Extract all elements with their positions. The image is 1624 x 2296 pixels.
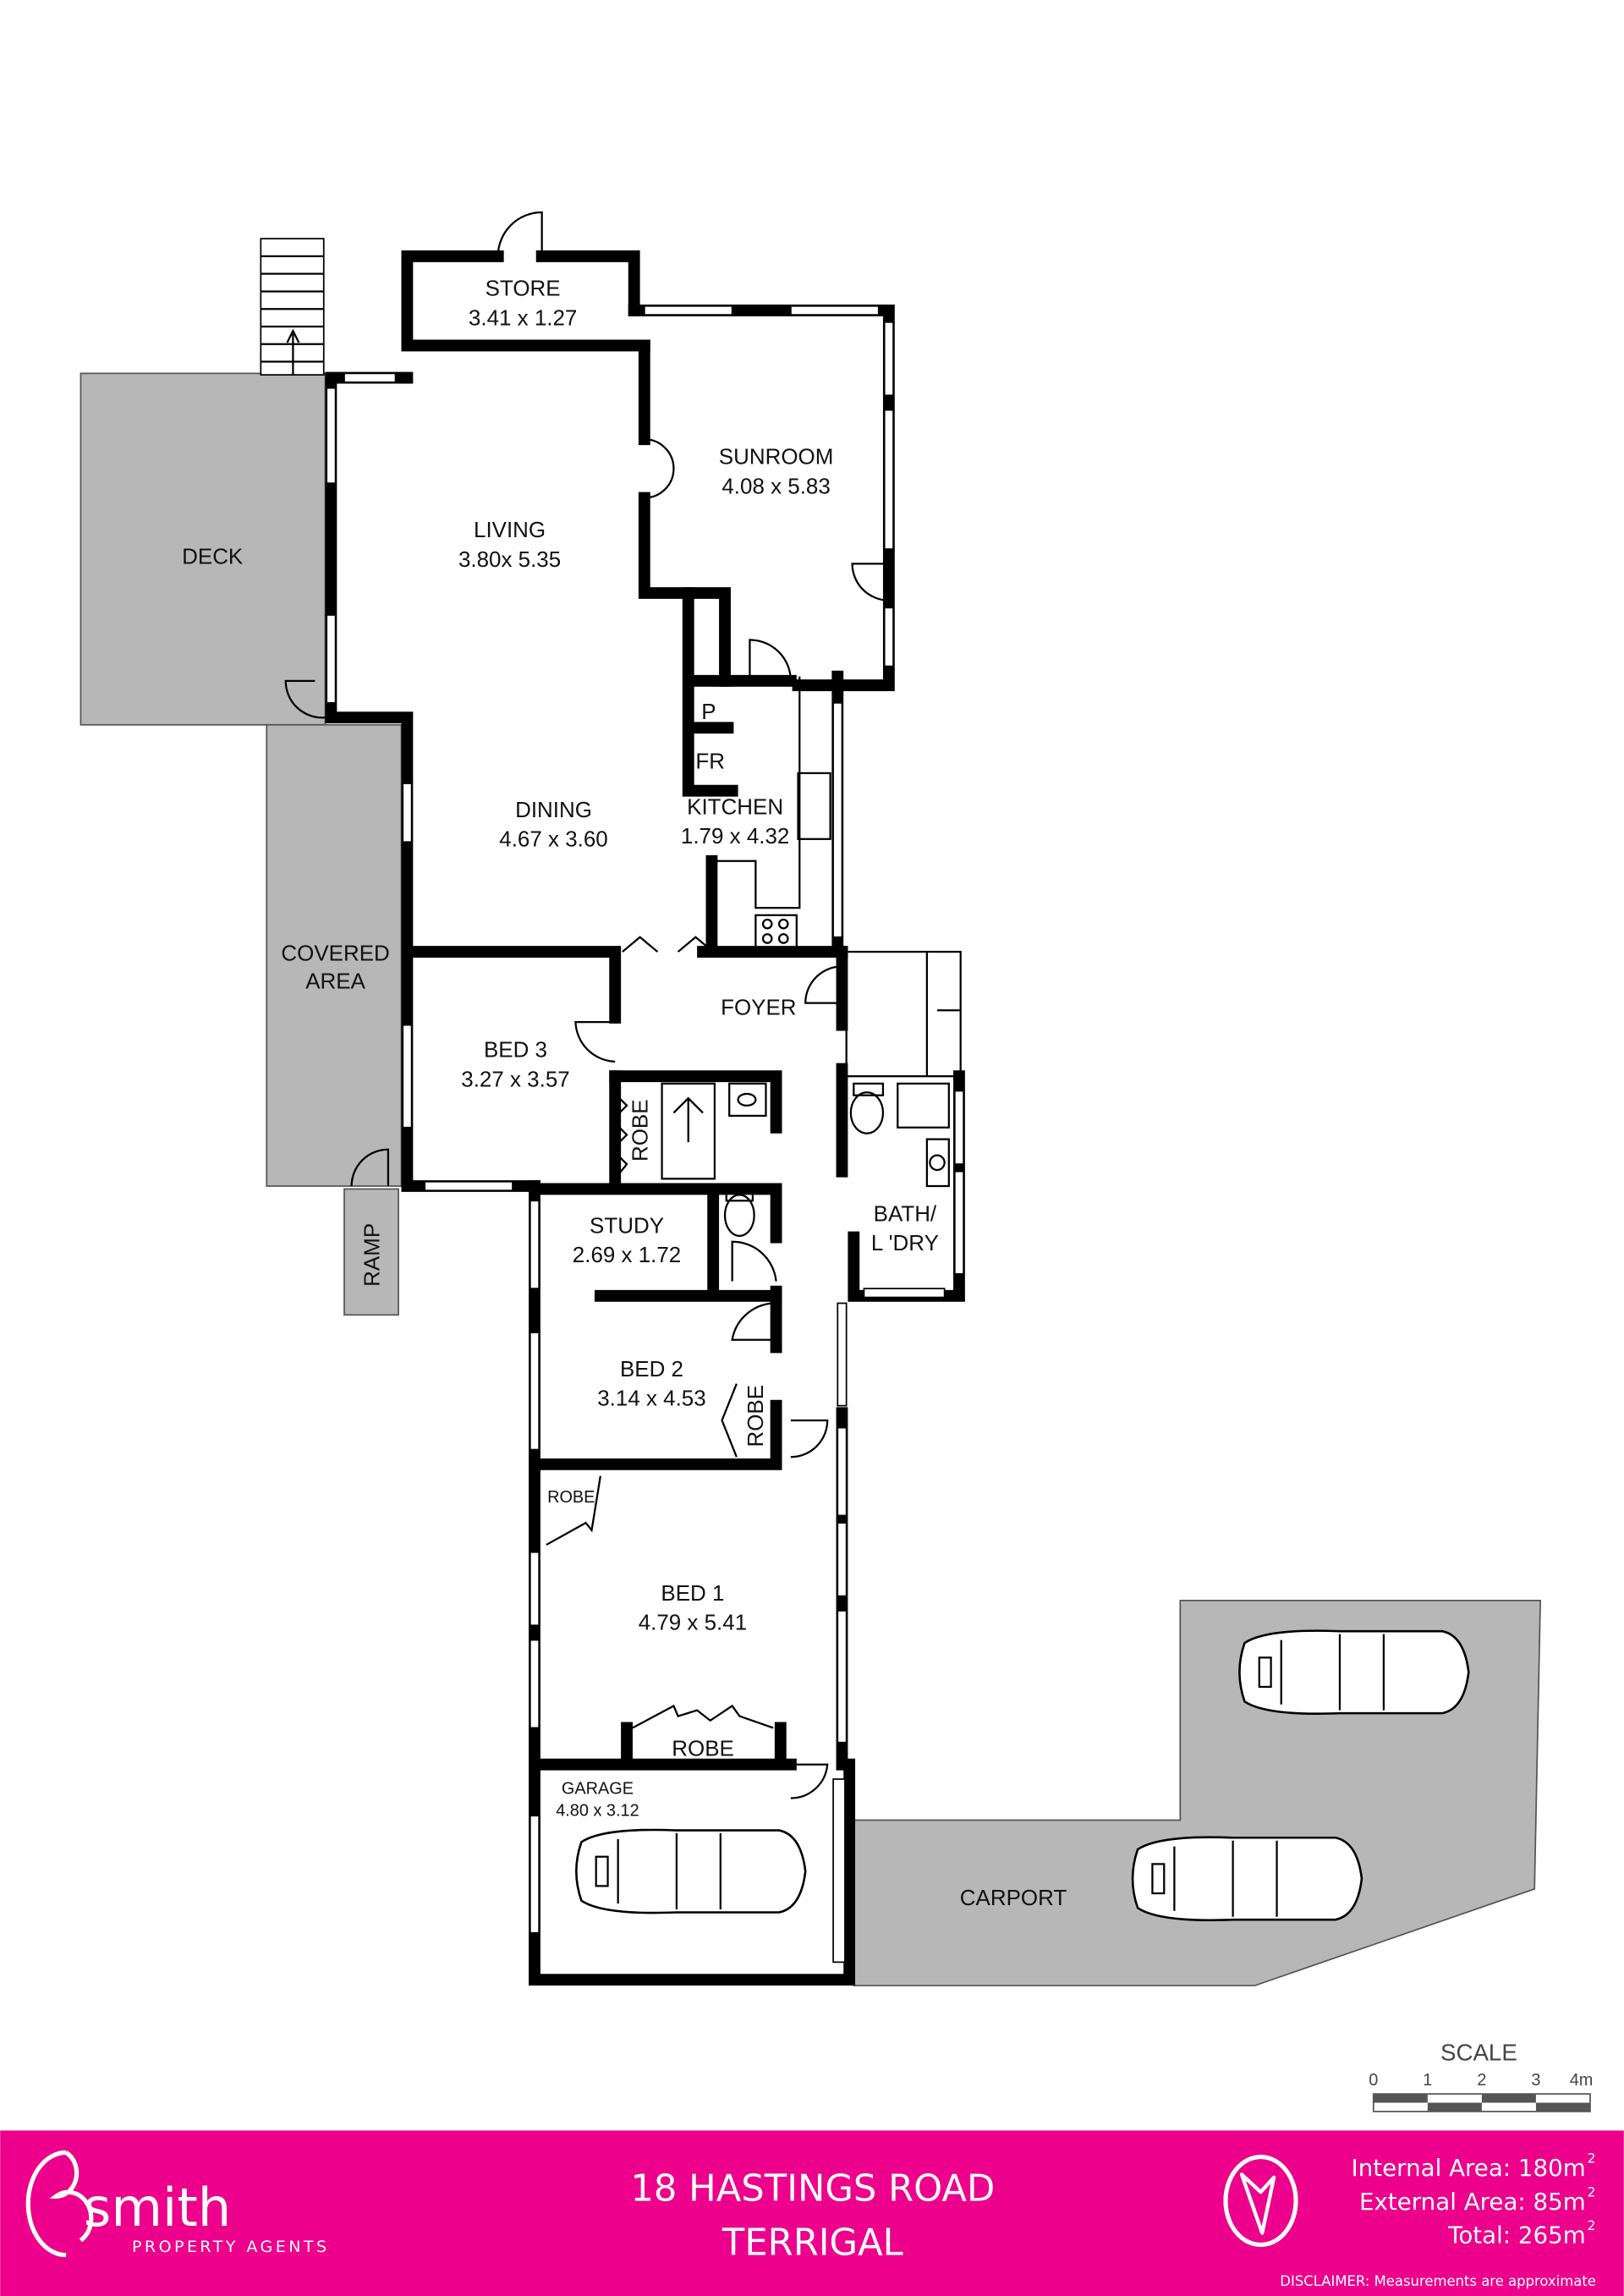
bed3-size: 3.27 x 3.57 — [461, 1066, 569, 1091]
external-area: External Area: 85m — [1359, 2188, 1586, 2216]
scale-tick-2: 2 — [1477, 2071, 1486, 2090]
living-name: LIVING — [474, 517, 546, 542]
scale-tick-3: 3 — [1531, 2071, 1540, 2090]
internal-area-sup: 2 — [1587, 2150, 1595, 2166]
sunroom-name: SUNROOM — [719, 444, 834, 470]
bed1-robe: ROBE — [672, 1735, 734, 1760]
living-size: 3.80x 5.35 — [458, 547, 561, 572]
covered-area — [266, 723, 403, 1187]
kitchen-name: KITCHEN — [687, 794, 783, 819]
total-area-sup: 2 — [1587, 2218, 1595, 2233]
ramp-area — [343, 1188, 399, 1316]
exterior-areas — [80, 372, 1541, 1986]
footer-banner: smith PROPERTY AGENTS 18 HASTINGS ROAD T… — [0, 2130, 1624, 2296]
bed1-size: 4.79 x 5.41 — [639, 1609, 747, 1634]
car-icon — [1131, 1836, 1363, 1922]
address-line-2: TERRIGAL — [721, 2222, 903, 2265]
deck-name: DECK — [182, 543, 244, 569]
scale-tick-4: 4m — [1570, 2071, 1594, 2090]
covered-name-1: COVERED — [281, 940, 389, 965]
bed1-name: BED 1 — [661, 1580, 724, 1606]
disclaimer: DISCLAIMER: Measurements are approximate — [1280, 2273, 1596, 2289]
study-size: 2.69 x 1.72 — [573, 1242, 681, 1267]
ramp-name: RAMP — [359, 1223, 385, 1287]
scale-title: SCALE — [1440, 2039, 1517, 2065]
covered-name-2: AREA — [305, 968, 365, 993]
bath-name-2: L 'DRY — [871, 1230, 939, 1255]
car-icon — [575, 1828, 807, 1914]
internal-area: Internal Area: 180m — [1352, 2154, 1586, 2182]
logo-name: smith — [84, 2177, 231, 2238]
dining-size: 4.67 x 3.60 — [499, 826, 607, 851]
smith-logo: smith PROPERTY AGENTS — [25, 2150, 330, 2258]
fridge-name: FR — [695, 749, 725, 774]
address-line-1: 18 HASTINGS ROAD — [630, 2167, 995, 2210]
bed2-robe: ROBE — [743, 1385, 768, 1447]
scale-tick-0: 0 — [1369, 2071, 1378, 2090]
store-name: STORE — [486, 276, 561, 301]
total-area: Total: 265m — [1447, 2222, 1586, 2249]
compass-icon — [1223, 2154, 1298, 2248]
bed1-corner-robe: ROBE — [547, 1488, 595, 1507]
bath-name-1: BATH/ — [874, 1201, 937, 1227]
study-name: STUDY — [590, 1212, 664, 1238]
bed2-size: 3.14 x 4.53 — [597, 1386, 705, 1411]
doors-fixtures — [284, 211, 962, 1799]
store-size: 3.41 x 1.27 — [469, 305, 577, 330]
carport-name: CARPORT — [960, 1885, 1067, 1910]
windows — [326, 305, 965, 1964]
dining-name: DINING — [515, 797, 592, 822]
bed3-robe: ROBE — [627, 1099, 652, 1162]
logo-tagline: PROPERTY AGENTS — [132, 2238, 330, 2256]
stairs — [260, 238, 325, 376]
foyer-name: FOYER — [721, 994, 796, 1019]
bed2-name: BED 2 — [620, 1356, 683, 1381]
bed3-name: BED 3 — [484, 1037, 547, 1063]
garage-name: GARAGE — [562, 1779, 634, 1798]
deck-area — [80, 372, 326, 726]
scale-tick-1: 1 — [1423, 2071, 1432, 2090]
sunroom-size: 4.08 x 5.83 — [721, 473, 830, 498]
scale-bar: SCALE 0 1 2 3 4m — [1369, 2039, 1593, 2112]
external-area-sup: 2 — [1587, 2184, 1595, 2200]
garage-size: 4.80 x 3.12 — [556, 1801, 639, 1820]
kitchen-size: 1.79 x 4.32 — [681, 823, 789, 849]
room-labels: STORE 3.41 x 1.27 SUNROOM 4.08 x 5.83 LI… — [182, 276, 1067, 1910]
car-icon — [1238, 1629, 1470, 1715]
pantry-name: P — [701, 699, 716, 724]
